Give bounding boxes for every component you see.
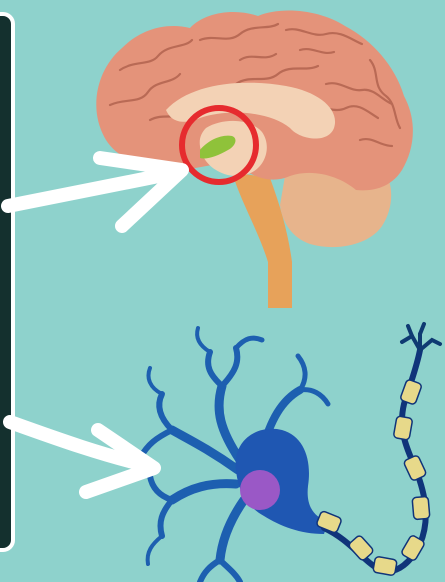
left-panel (0, 14, 13, 550)
nucleus (240, 470, 280, 510)
